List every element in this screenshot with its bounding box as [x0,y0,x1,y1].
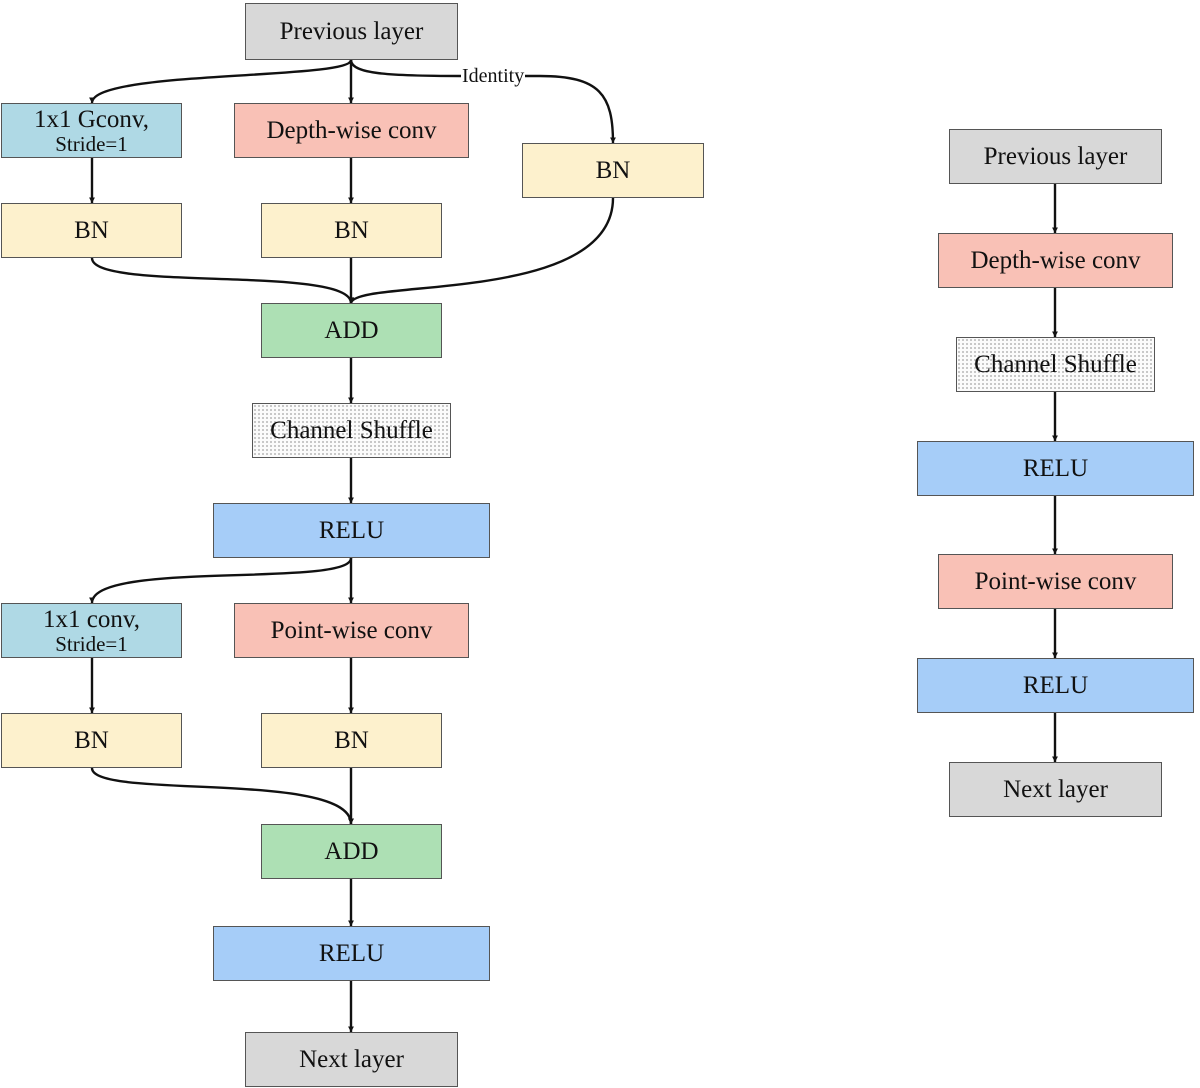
bn-pointwise-box: BN [261,713,442,768]
bn-identity-box: BN [522,143,704,198]
right-depthwise-conv-box: Depth-wise conv [938,233,1173,288]
pointwise-conv-box: Point-wise conv [234,603,469,658]
gconv-1x1-label: 1x1 Gconv, [33,105,150,133]
right-relu-box-1: RELU [917,441,1194,496]
channel-shuffle-box: Channel Shuffle [252,403,451,458]
conv-1x1-box: 1x1 conv, Stride=1 [1,603,182,658]
right-channel-shuffle-box: Channel Shuffle [956,337,1155,392]
conv-1x1-label: 1x1 conv, [43,605,140,633]
depthwise-conv-box: Depth-wise conv [234,103,469,158]
edge-bn-gconv-to-add [90,257,354,304]
conv-stride-label: Stride=1 [55,631,128,656]
right-pointwise-conv-box: Point-wise conv [938,554,1173,609]
bn-gconv-box: BN [1,203,182,258]
identity-label: Identity [461,65,526,87]
right-next-layer-box: Next layer [949,762,1162,817]
next-layer-box: Next layer [245,1032,458,1087]
edge-bn-conv1x1-to-add [90,767,354,825]
bn-conv1x1-box: BN [1,713,182,768]
gconv-stride-label: Stride=1 [55,131,128,156]
bn-depthwise-box: BN [261,203,442,258]
right-relu-box-2: RELU [917,658,1194,713]
gconv-1x1-box: 1x1 Gconv, Stride=1 [1,103,182,158]
add-box-1: ADD [261,303,442,358]
edge-bn-identity-to-add [349,197,615,304]
edge-relu-to-conv1x1 [89,557,353,604]
relu-box-1: RELU [213,503,490,558]
right-previous-layer-box: Previous layer [949,129,1162,184]
edge-prev-to-gconv [89,59,353,104]
add-box-2: ADD [261,824,442,879]
previous-layer-box: Previous layer [245,3,458,60]
relu-box-2: RELU [213,926,490,981]
